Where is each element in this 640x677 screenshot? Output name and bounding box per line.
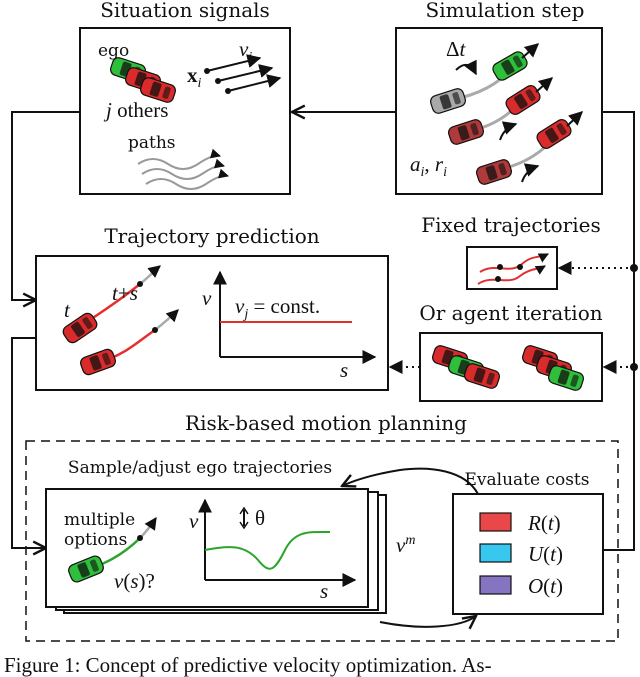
risk-planning-title: Risk-based motion planning [185, 411, 467, 435]
cost-u-row: U(t) [479, 542, 563, 566]
s-axis-label: s [340, 358, 348, 382]
agent-iteration-title: Or agent iteration [419, 301, 602, 325]
constant-velocity-plot [213, 270, 377, 364]
cost-r-label: R(t) [527, 511, 561, 535]
rotate-arrow-icon [455, 59, 477, 76]
cost-o-label: O(t) [528, 574, 563, 598]
v-of-s-label: v(s)? [114, 569, 155, 593]
sample-adjust-title: Sample/adjust ego trajectories [68, 458, 332, 478]
situation-signals-title: Situation signals [100, 0, 270, 22]
paths-label: paths [128, 133, 176, 153]
v-m-label: vm [396, 533, 415, 557]
velocity-plot [198, 498, 357, 587]
t-label: t [64, 298, 71, 322]
v-axis-label: v [202, 286, 212, 310]
multiple-options-label: multiple [64, 510, 135, 530]
v-axis-label-2: v [189, 509, 199, 533]
simulation-step-title: Simulation step [426, 0, 585, 22]
prediction-to-planning-line [11, 337, 46, 548]
theta-label: θ [255, 506, 265, 530]
figure-caption: Figure 1: Concept of predictive velocity… [4, 653, 492, 677]
delta-t-label: Δt [446, 37, 467, 61]
evaluate-costs-title: Evaluate costs [464, 470, 589, 490]
wavy-path-icon [137, 148, 229, 190]
t-plus-s-label: t+s [112, 281, 138, 305]
a-r-label: ai, ri [410, 152, 447, 180]
j-others-label: j others [103, 98, 168, 122]
theta-arrow-icon [239, 506, 249, 530]
ego-label: ego [98, 41, 129, 61]
fixed-trajectories-title: Fixed trajectories [421, 213, 600, 237]
options-label: options [64, 530, 127, 550]
s-axis-label-2: s [320, 579, 328, 603]
vj-const-label: vj = const. [235, 294, 320, 322]
cost-r-row: R(t) [479, 511, 561, 535]
trajectory-prediction-title: Trajectory prediction [104, 224, 319, 248]
risk-planning-region [25, 440, 619, 642]
right-loop-line [602, 111, 635, 551]
cost-o-row: O(t) [479, 574, 563, 598]
sample-to-costs-arrow [379, 616, 476, 627]
situation-to-prediction-line [11, 111, 80, 300]
cost-u-label: U(t) [528, 542, 563, 566]
evaluate-costs-box [452, 493, 604, 615]
costs-to-sample-arrow [342, 467, 479, 495]
velocity-vectors [204, 54, 282, 94]
